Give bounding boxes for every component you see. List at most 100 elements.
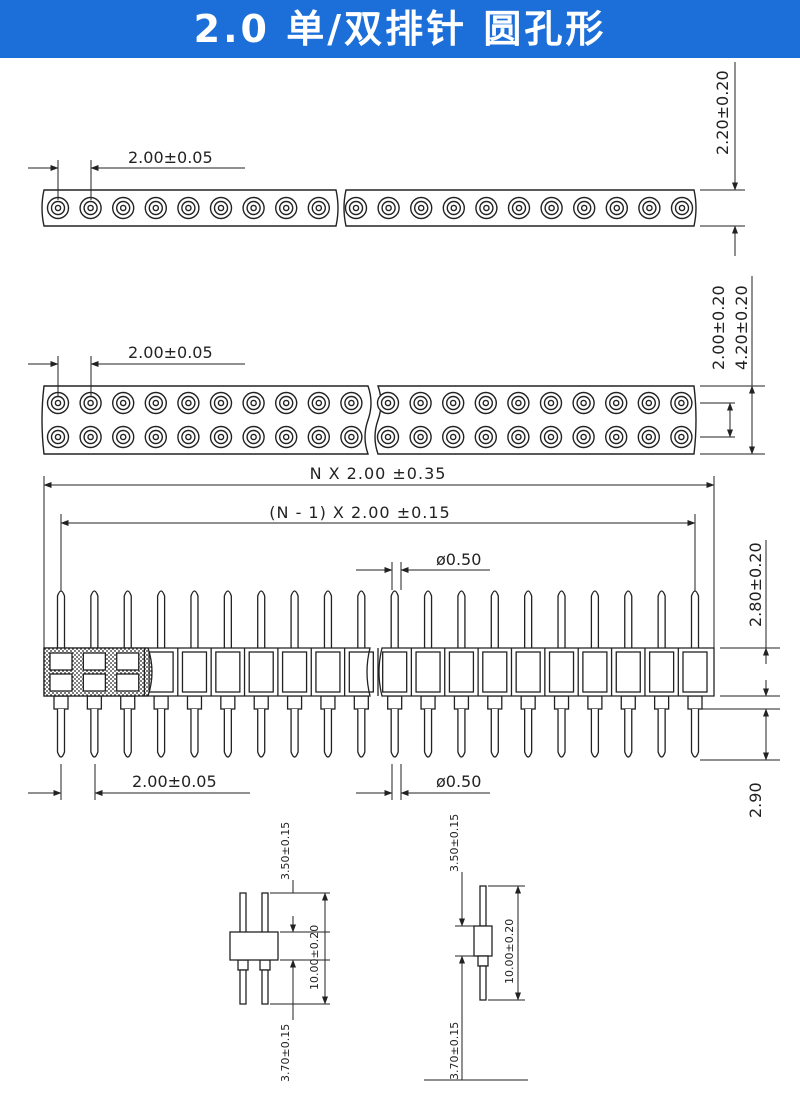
double-end-upper-label: 3.50±0.15 (279, 822, 292, 880)
pin-diameter-bottom-dimension (356, 764, 490, 800)
single-pitch-dimension (28, 160, 245, 200)
socket-hole (275, 196, 298, 220)
socket-hole (344, 196, 368, 220)
pin-diameter-top-label: ø0.50 (436, 550, 481, 569)
housing-cell (515, 651, 541, 693)
socket-hole (539, 425, 563, 449)
side-view (43, 590, 715, 758)
lower-pin-label: 2.90 (746, 782, 765, 818)
socket-hole (442, 425, 465, 449)
pin-span-label: (N - 1) X 2.00 ±0.15 (269, 503, 450, 522)
lower-pin (290, 709, 299, 758)
upper-pin (524, 590, 533, 648)
pin-collar (553, 695, 570, 710)
socket-hole (177, 196, 200, 220)
socket-hole (670, 196, 694, 220)
lower-pin (257, 709, 266, 758)
socket-hole (637, 425, 660, 449)
side-height-dimensions (700, 540, 780, 761)
upper-pin (557, 590, 566, 648)
socket-hole (638, 196, 661, 220)
cutaway-cell (82, 673, 107, 692)
upper-pin (56, 590, 66, 648)
upper-pin (290, 590, 299, 648)
socket-hole (209, 425, 233, 449)
overall-length-label: N X 2.00 ±0.35 (310, 464, 447, 483)
socket-hole (474, 425, 497, 449)
double-end-view (229, 892, 279, 1005)
upper-pin (590, 590, 600, 648)
socket-hole (111, 425, 135, 449)
socket-hole (540, 196, 563, 220)
lower-pin (323, 709, 333, 758)
pin-diameter-bottom-label: ø0.50 (436, 772, 481, 791)
upper-pin (257, 590, 266, 648)
cutaway-cell (82, 652, 107, 671)
double-height-dimensions (700, 276, 765, 455)
socket-hole (605, 425, 628, 449)
upper-pin (624, 590, 633, 648)
pin-collar (587, 695, 603, 710)
lower-pin (490, 709, 499, 758)
single-end-dimensions (424, 872, 528, 1081)
housing-cell (548, 651, 575, 693)
socket-hole (307, 196, 330, 220)
socket-hole (144, 196, 168, 220)
socket-hole (144, 425, 168, 449)
pin-collar (53, 695, 69, 710)
single-row-top-view (41, 189, 697, 227)
housing-cell (615, 651, 641, 693)
lower-pin (524, 709, 533, 758)
socket-hole (442, 196, 465, 220)
lower-pin (190, 709, 199, 758)
socket-hole (340, 425, 363, 449)
double-end-dimensions (270, 880, 330, 1020)
socket-hole (275, 391, 298, 415)
single-height-label: 2.20±0.20 (713, 70, 732, 155)
pin-collar (387, 695, 403, 710)
overall-length-dimension (43, 476, 715, 648)
housing-cell (215, 651, 241, 693)
housing-cell (281, 651, 308, 693)
single-pitch-label: 2.00±0.05 (128, 148, 213, 167)
lower-pin (156, 709, 166, 758)
socket-hole (46, 425, 70, 449)
cutaway-cell (116, 673, 140, 692)
housing-cell (382, 651, 408, 693)
socket-hole (79, 196, 102, 220)
single-height-dimension (700, 62, 745, 256)
socket-hole (275, 425, 298, 449)
double-end-lower-label: 3.70±0.15 (279, 1024, 292, 1082)
housing-cell (348, 651, 374, 693)
socket-hole (410, 196, 433, 220)
pin-collar (86, 695, 103, 710)
lower-pin (624, 709, 633, 758)
socket-hole (507, 391, 530, 415)
connector-drawing: 2.00±0.05 2.20±0.20 2.00±0.05 2.00±0.20 … (28, 62, 780, 1082)
housing-cell (315, 651, 341, 693)
socket-hole (572, 425, 595, 449)
upper-pin (457, 590, 466, 648)
socket-hole (376, 425, 400, 449)
upper-pin (223, 590, 232, 648)
pin-collar (520, 695, 536, 710)
upper-pin (123, 590, 132, 648)
bottom-pitch-label: 2.00±0.05 (132, 772, 217, 791)
socket-hole (605, 196, 628, 220)
lower-pin (657, 709, 666, 758)
socket-hole (307, 391, 330, 415)
pin-collar (153, 695, 169, 710)
socket-hole (376, 391, 400, 415)
pin-collar (487, 695, 503, 710)
socket-hole (670, 425, 693, 449)
socket-hole (340, 391, 363, 415)
housing-cell (181, 651, 208, 693)
upper-pin (690, 590, 700, 648)
pin-collar (220, 695, 236, 710)
single-end-lower-label: 3.70±0.15 (448, 1022, 461, 1080)
lower-pin (223, 709, 232, 758)
double-pitch-label: 2.00±0.05 (128, 343, 213, 362)
socket-hole (242, 196, 265, 220)
socket-hole (144, 391, 168, 415)
socket-hole (475, 196, 498, 220)
